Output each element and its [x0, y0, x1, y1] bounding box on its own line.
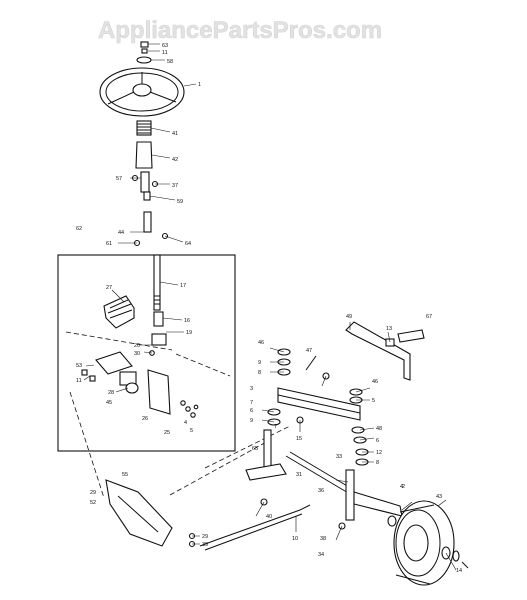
tie-rod	[285, 455, 351, 495]
callout-8: 8	[258, 370, 261, 376]
wheel-washer-part	[136, 56, 152, 64]
callout-25: 25	[164, 430, 170, 436]
callout-48: 48	[376, 426, 382, 432]
callout-11-lower: 11	[76, 378, 82, 384]
callout-19: 19	[186, 330, 192, 336]
callout-6: 6	[250, 408, 253, 414]
steering-shaft-spacer-part	[143, 211, 152, 233]
callout-3: 3	[250, 386, 253, 392]
callout-53: 53	[76, 363, 82, 369]
callout-17: 17	[180, 283, 186, 289]
front-wheel	[387, 500, 469, 586]
callout-33: 33	[336, 454, 342, 460]
callout-49: 49	[346, 314, 352, 320]
drag-link-rod	[199, 504, 311, 547]
axle-bracket-part	[345, 321, 411, 381]
callout-47: 47	[306, 348, 312, 354]
callout-4-right: 4	[400, 484, 403, 490]
sector-gear-part	[103, 295, 135, 329]
pinion-gear-part	[153, 311, 164, 327]
steering-column-sleeve-part	[135, 141, 153, 169]
callout-58: 58	[167, 59, 173, 65]
callout-64: 64	[185, 241, 191, 247]
callout-31: 31	[296, 472, 302, 478]
callout-59: 59	[177, 199, 183, 205]
callout-41: 41	[172, 131, 178, 137]
watermark-text: AppliancePartsPros.com	[98, 17, 382, 44]
callout-14: 14	[456, 568, 462, 574]
leader-lines	[83, 43, 457, 571]
callout-63: 63	[162, 43, 168, 49]
callout-62: 62	[76, 226, 82, 232]
callout-7: 7	[250, 400, 253, 406]
pivot-bushing-part	[125, 382, 139, 394]
callout-11: 11	[162, 50, 168, 56]
steering-wheel-assembly	[99, 41, 185, 247]
callout-13: 13	[386, 326, 392, 332]
wheel-rim-part	[403, 524, 429, 562]
steering-gear-inset-box	[57, 254, 236, 452]
steering-shaft-upper-part	[140, 171, 150, 193]
callout-34: 34	[318, 552, 324, 558]
callout-30: 30	[134, 351, 140, 357]
callout-29-lower: 29	[202, 534, 208, 540]
axle-pivot-bolt-part	[397, 329, 425, 343]
front-axle-assembly	[245, 321, 425, 530]
callout-5: 5	[190, 428, 193, 434]
callout-36: 36	[318, 488, 324, 494]
steering-arm-part	[245, 463, 287, 481]
callout-1: 1	[198, 82, 201, 88]
callout-28: 28	[108, 390, 114, 396]
callout-57: 57	[116, 176, 122, 182]
callout-43: 43	[436, 494, 442, 500]
callout-16: 16	[184, 318, 190, 324]
callout-10: 10	[292, 536, 298, 542]
wheel-bolt-part	[141, 48, 148, 54]
mounting-plate-part	[147, 369, 171, 415]
gear-housing-part	[151, 333, 167, 346]
frame-bracket-part	[105, 479, 173, 547]
callout-67: 67	[426, 314, 432, 320]
callout-6-right: 6	[376, 438, 379, 444]
callout-46: 46	[258, 340, 264, 346]
callout-labels: 63 11 58 1 41 42 57 37 59 62 44 61 64 17…	[76, 43, 462, 574]
callout-27: 27	[106, 285, 112, 291]
linkage-bracket-part	[95, 351, 133, 375]
steering-shaft-part	[153, 254, 161, 311]
callout-65: 65	[252, 446, 258, 452]
guide-line-left	[69, 391, 105, 499]
callout-2: 2	[402, 484, 405, 490]
callout-39: 39	[202, 542, 208, 548]
callout-4: 4	[184, 420, 187, 426]
callout-40: 40	[266, 514, 272, 520]
callout-46-right: 46	[372, 379, 378, 385]
callout-7-lower: 7	[274, 424, 277, 430]
callout-61: 61	[106, 241, 112, 247]
callout-37: 37	[172, 183, 178, 189]
callout-55: 55	[122, 472, 128, 478]
callout-15: 15	[296, 436, 302, 442]
callout-26: 26	[142, 416, 148, 422]
callout-9-lower: 9	[250, 418, 253, 424]
spindle-right-part	[345, 469, 355, 521]
callout-38: 38	[320, 536, 326, 542]
callout-9: 9	[258, 360, 261, 366]
callout-20: 20	[134, 343, 140, 349]
callout-12: 12	[376, 450, 382, 456]
lower-frame-bracket	[105, 479, 196, 548]
callout-45: 45	[106, 400, 112, 406]
callout-52: 52	[90, 500, 96, 506]
callout-44: 44	[118, 230, 124, 236]
callout-5-right: 5	[372, 398, 375, 404]
callout-42: 42	[172, 157, 178, 163]
callout-29: 29	[90, 490, 96, 496]
wheel-cap-part	[140, 41, 149, 48]
callout-8-right: 8	[376, 460, 379, 466]
steering-gear-assembly	[65, 254, 231, 418]
